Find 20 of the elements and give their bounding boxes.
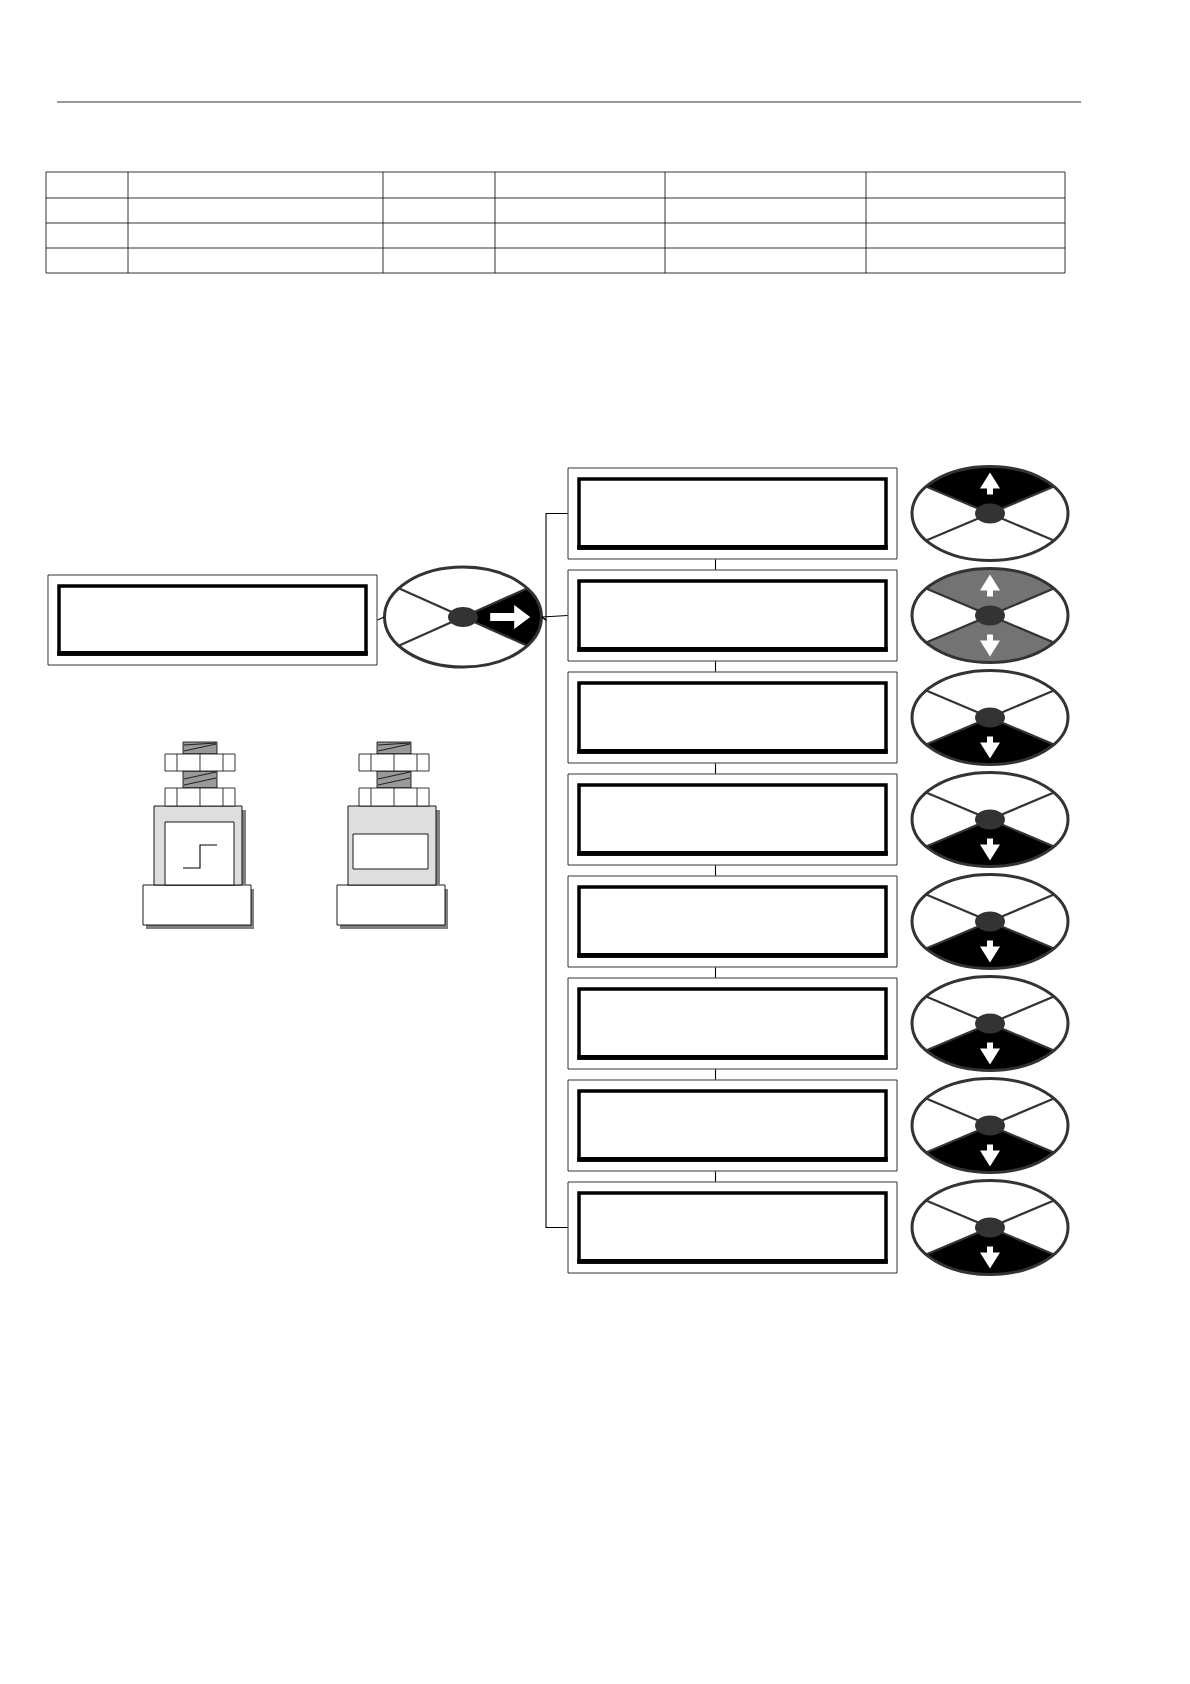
display-box xyxy=(567,569,898,662)
connector-line xyxy=(714,966,717,979)
display-box xyxy=(567,1181,898,1274)
display-box xyxy=(567,977,898,1070)
display-box xyxy=(567,875,898,968)
connector-line xyxy=(541,616,569,1229)
display-box xyxy=(567,773,898,866)
display-box xyxy=(567,467,898,560)
connector-line xyxy=(714,558,717,571)
connector-line xyxy=(714,864,717,877)
connector-line xyxy=(541,614,569,618)
connector-line xyxy=(714,1068,717,1081)
display-box xyxy=(47,574,378,666)
connector-line xyxy=(714,762,717,775)
keypad-drawing xyxy=(383,565,543,669)
display-box xyxy=(567,671,898,764)
display-box xyxy=(567,1079,898,1172)
connector-line xyxy=(376,616,385,621)
connector-line xyxy=(714,660,717,673)
connector-line xyxy=(714,1170,717,1183)
